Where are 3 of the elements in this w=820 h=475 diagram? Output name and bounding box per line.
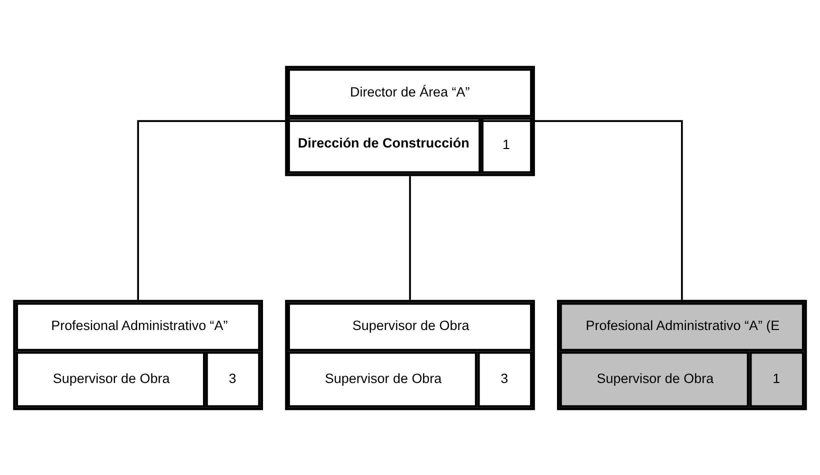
connector [409, 176, 411, 300]
connector [137, 120, 410, 300]
connector [410, 120, 683, 300]
